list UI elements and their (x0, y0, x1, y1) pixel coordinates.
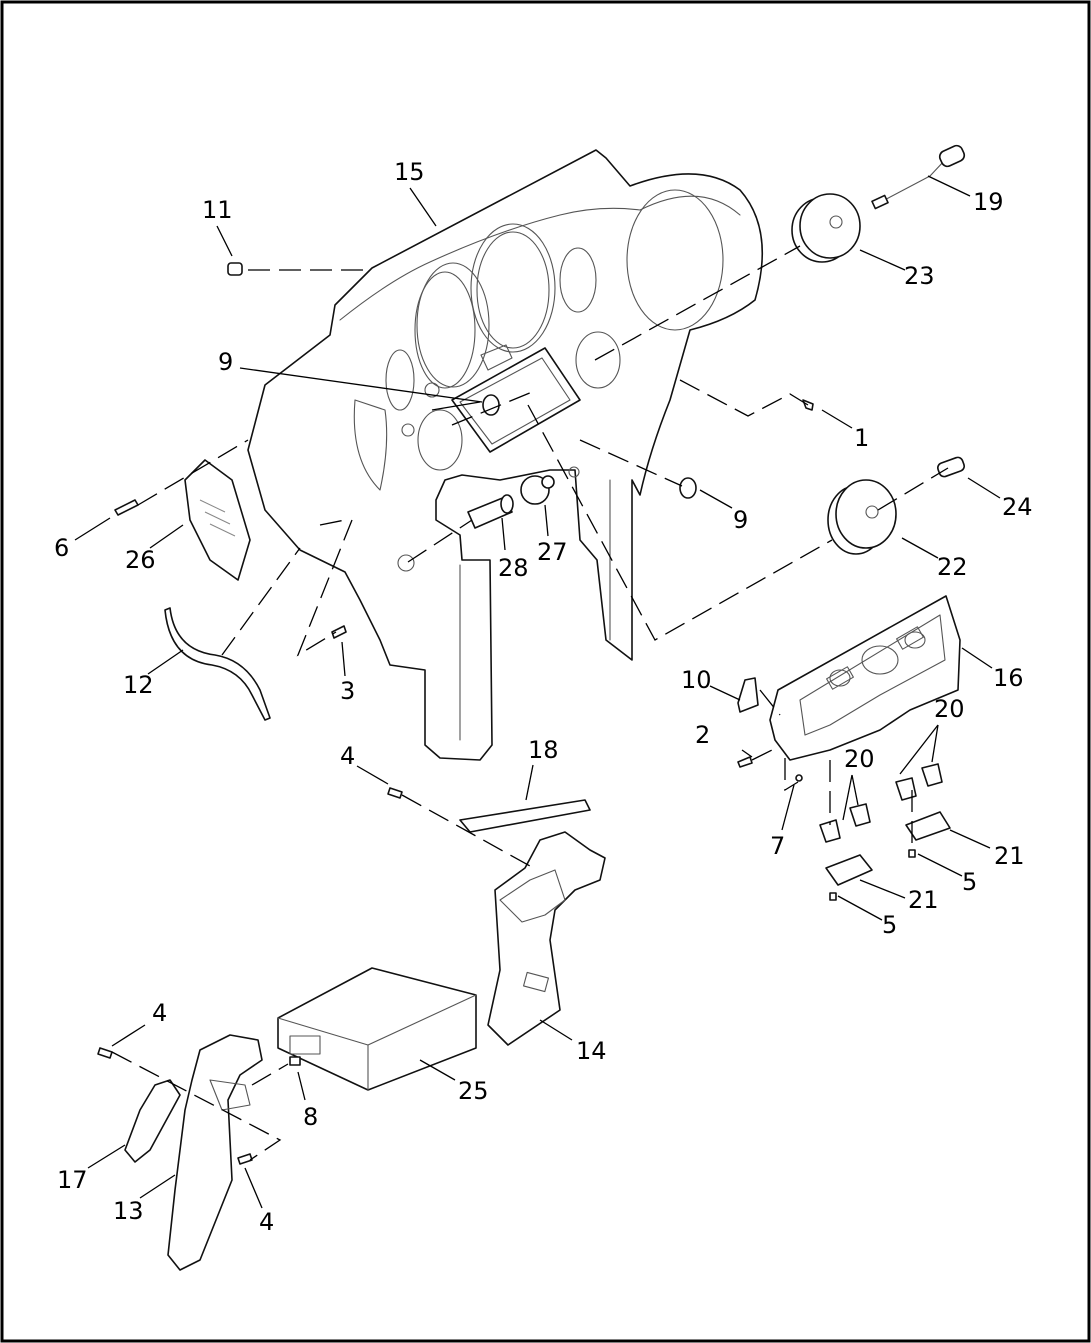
callout-21a: 21 (908, 886, 939, 914)
callout-24: 24 (1002, 493, 1033, 521)
callout-3: 3 (340, 677, 355, 705)
callout-16: 16 (993, 664, 1024, 692)
grommet-part-9b (679, 477, 697, 499)
callout-9a: 9 (218, 348, 233, 376)
grille-part-26 (184, 459, 251, 581)
callout-25: 25 (458, 1077, 489, 1105)
callout-21b: 21 (994, 842, 1025, 870)
inner-fairing-part-15 (247, 149, 764, 761)
callout-4c: 4 (259, 1208, 274, 1236)
callout-18: 18 (528, 736, 559, 764)
callout-9b: 9 (733, 506, 748, 534)
lighter-part-28 (467, 494, 514, 529)
callout-4a: 4 (340, 742, 355, 770)
screw-part-4c (237, 1153, 253, 1165)
callout-5a: 5 (882, 911, 897, 939)
speaker-part-23 (791, 193, 861, 263)
radio-box-part-25 (277, 967, 477, 1091)
clip-part-11 (227, 262, 243, 276)
callout-19: 19 (973, 188, 1004, 216)
callout-11: 11 (202, 196, 233, 224)
knob-part-27 (520, 475, 555, 505)
callout-26: 26 (125, 546, 156, 574)
callout-2: 2 (695, 721, 710, 749)
bracket-part-14 (487, 831, 606, 1046)
clip-part-10 (737, 677, 759, 713)
callout-20b: 20 (934, 695, 965, 723)
callout-8: 8 (303, 1103, 318, 1131)
screws-part-5 (829, 849, 916, 901)
leader-lines (74, 175, 1001, 1209)
grommet-part-9a (482, 394, 500, 416)
speaker-part-22 (827, 479, 897, 555)
callout-23: 23 (904, 262, 935, 290)
screw-part-2 (737, 756, 753, 768)
callout-1: 1 (854, 424, 869, 452)
callout-28: 28 (498, 554, 529, 582)
mounting-plates-part-21 (825, 811, 951, 886)
screw-part-3 (331, 625, 347, 639)
bracket-part-13 (167, 1034, 263, 1271)
screw-part-4b (97, 1047, 113, 1059)
callout-14: 14 (576, 1037, 607, 1065)
callout-7: 7 (770, 832, 785, 860)
callout-5b: 5 (962, 868, 977, 896)
nut-part-7 (795, 774, 803, 782)
callout-17: 17 (57, 1166, 88, 1194)
jack-part-24 (936, 456, 966, 478)
seal-strip-part-12 (164, 607, 271, 721)
callout-12: 12 (123, 671, 154, 699)
assembly-lines (111, 245, 949, 1161)
bracket-part-17 (124, 1079, 181, 1163)
screw-part-4a (387, 787, 403, 799)
callout-13: 13 (113, 1197, 144, 1225)
callout-27: 27 (537, 538, 568, 566)
callout-4b: 4 (152, 999, 167, 1027)
callout-10: 10 (681, 666, 712, 694)
connector-part-19 (871, 144, 966, 210)
callout-15: 15 (394, 158, 425, 186)
switches-part-20 (819, 763, 943, 843)
callout-20a: 20 (844, 745, 875, 773)
lower-panel-part-16 (769, 595, 961, 761)
screw-part-6 (114, 499, 139, 516)
callout-labels: 1 2 3 4 4 4 5 5 6 7 8 9 9 10 11 12 13 14… (54, 158, 1033, 1236)
nut-part-8 (289, 1056, 301, 1066)
callout-6: 6 (54, 534, 69, 562)
callout-22: 22 (937, 553, 968, 581)
strap-part-18 (459, 799, 591, 833)
